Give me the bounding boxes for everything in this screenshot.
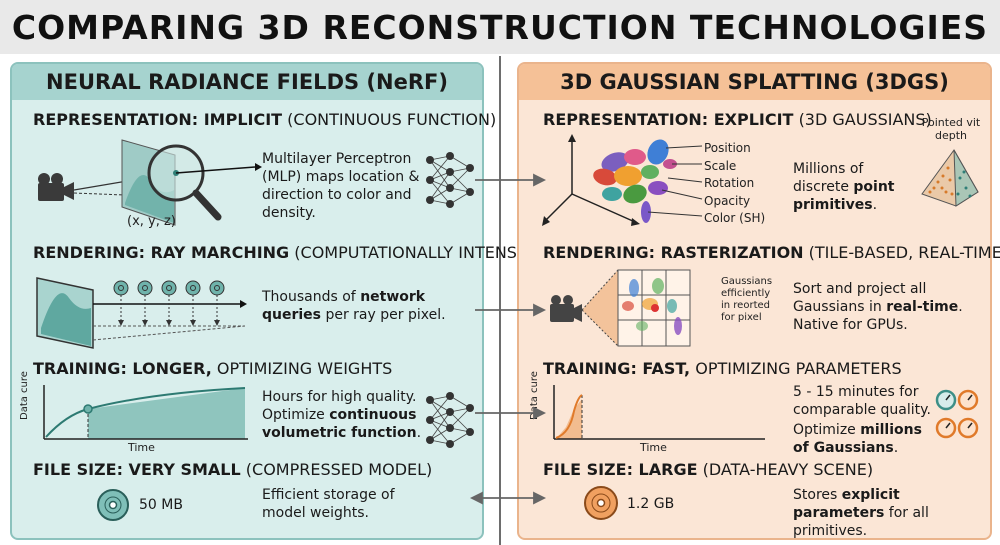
nerf-filesize-heading: FILE SIZE: VERY SMALL (COMPRESSED MODEL): [33, 460, 432, 479]
gs-depth-note: Pointed vit depth: [921, 116, 981, 142]
nerf-filesize-label: FILE SIZE: VERY SMALL: [33, 460, 241, 479]
stopwatch-icon-3: [935, 417, 957, 439]
nerf-coords-label: (x, y, z): [127, 214, 176, 229]
gs-representation-sub: (3D GAUSSIANS): [798, 110, 932, 129]
gs-representation-label: REPRESENTATION: EXPLICIT: [543, 110, 794, 129]
nerf-representation-sub: (CONTINUOUS FUNCTION): [287, 110, 497, 129]
gaussian-cluster-illustration: [542, 134, 703, 226]
nerf-rendering-label: RENDERING: RAY MARCHING: [33, 243, 290, 262]
gs-attribute-list: Position Scale Rotation Opacity Color (S…: [704, 140, 765, 228]
nerf-rendering-heading: RENDERING: RAY MARCHING (COMPUTATIONALLY…: [33, 243, 549, 262]
nerf-training-x-axis: Time: [128, 441, 155, 454]
disc-icon-2: [584, 486, 618, 520]
gs-rendering-desc: Sort and project all Gaussians in real-t…: [793, 281, 963, 333]
page-title: COMPARING 3D RECONSTRUCTION TECHNOLOGIES: [11, 7, 989, 47]
gs-training-curve: [553, 385, 765, 440]
title-bar: COMPARING 3D RECONSTRUCTION TECHNOLOGIES: [0, 0, 1000, 54]
neural-network-icon: [426, 152, 474, 208]
gs-filesize-desc: Stores explicit parameters for all primi…: [793, 487, 929, 539]
gs-attr-position: Position: [704, 141, 751, 155]
gs-attr-rotation: Rotation: [704, 176, 755, 191]
nerf-training-y-axis: Data cure: [19, 371, 30, 420]
gs-filesize-label: FILE SIZE: LARGE: [543, 460, 698, 479]
nerf-training-sub: OPTIMIZING WEIGHTS: [216, 359, 393, 378]
gs-attr-color: Color (SH): [704, 211, 766, 226]
gs-attr-scale: Scale: [704, 158, 737, 173]
nerf-representation-heading: REPRESENTATION: IMPLICIT (CONTINUOUS FUN…: [33, 110, 496, 129]
neural-network-icon-2: [426, 392, 474, 448]
nerf-rendering-desc: Thousands of network queries per ray per…: [262, 289, 446, 323]
nerf-representation-desc: Multilayer Perceptron (MLP) maps locatio…: [262, 151, 420, 221]
gs-tile-note: Gaussians efficiently in reorted for pix…: [721, 276, 773, 323]
gs-size-value: 1.2 GB: [627, 496, 675, 512]
gs-representation-desc: Millions of discrete point primitives.: [793, 161, 895, 213]
gs-filesize-heading: FILE SIZE: LARGE (DATA-HEAVY SCENE): [543, 460, 873, 479]
nerf-filesize-desc: Efficient storage of model weights.: [262, 487, 395, 521]
stopwatch-icon-2: [957, 389, 979, 411]
gs-training-x-axis: Time: [640, 441, 667, 454]
gs-training-heading: TRAINING: FAST, OPTIMIZING PARAMETERS: [543, 359, 902, 378]
gs-training-desc: 5 - 15 minutes for comparable quality. O…: [793, 384, 931, 456]
nerf-filesize-sub: (COMPRESSED MODEL): [245, 460, 433, 479]
nerf-training-label: TRAINING: LONGER,: [33, 359, 212, 378]
gaussian-ellipses: [593, 139, 677, 223]
nerf-representation-label: REPRESENTATION: IMPLICIT: [33, 110, 283, 129]
camera-icon: [38, 173, 74, 201]
nerf-header: NEURAL RADIANCE FIELDS (NeRF): [12, 64, 482, 100]
nerf-rendering-sub: (COMPUTATIONALLY INTENSIVE): [294, 243, 549, 262]
stopwatch-icon-1: [935, 389, 957, 411]
nerf-size-value: 50 MB: [139, 497, 183, 513]
stopwatch-icon-4: [957, 417, 979, 439]
camera-icon-2: [550, 295, 582, 322]
gs-filesize-sub: (DATA-HEAVY SCENE): [702, 460, 874, 479]
gs-training-sub: OPTIMIZING PARAMETERS: [695, 359, 902, 378]
gs-representation-heading: REPRESENTATION: EXPLICIT (3D GAUSSIANS): [543, 110, 932, 129]
rasterization-illustration: [550, 269, 691, 347]
gs-rendering-sub: (TILE-BASED, REAL-TIME): [808, 243, 1000, 262]
nerf-implicit-illustration: [38, 139, 262, 226]
gs-header: 3D GAUSSIAN SPLATTING (3DGS): [519, 64, 990, 100]
nerf-training-curve: [43, 385, 248, 440]
point-pyramid-illustration: [921, 149, 979, 207]
query-pin-icons: [113, 280, 225, 326]
gs-rendering-label: RENDERING: RASTERIZATION: [543, 243, 804, 262]
gs-training-label: TRAINING: FAST,: [543, 359, 691, 378]
nerf-training-desc: Hours for high quality. Optimize continu…: [262, 389, 422, 441]
ray-marching-illustration: [36, 277, 247, 349]
gs-attr-opacity: Opacity: [704, 193, 751, 208]
nerf-training-heading: TRAINING: LONGER, OPTIMIZING WEIGHTS: [33, 359, 392, 378]
center-divider: [499, 56, 501, 545]
disc-icon: [97, 489, 129, 521]
stopwatch-icons: [935, 389, 979, 439]
connector-arrows: [469, 173, 547, 505]
gs-rendering-heading: RENDERING: RASTERIZATION (TILE-BASED, RE…: [543, 243, 1000, 262]
